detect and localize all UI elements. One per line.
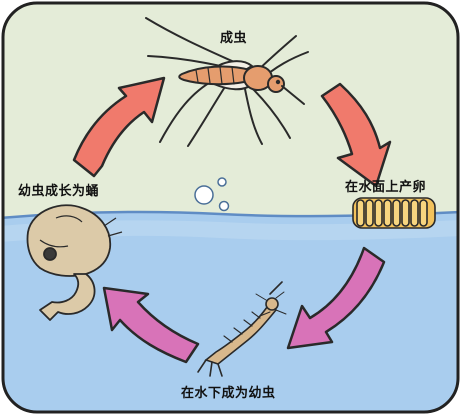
pupa-icon (26, 204, 123, 321)
label-pupa-stage: 幼虫成长为蛹 (18, 184, 100, 199)
arrow-larva-to-pupa (102, 286, 200, 364)
label-egg-stage: 在水面上产卵 (345, 180, 427, 195)
arrow-adult-to-eggs (320, 82, 392, 188)
larva-icon (197, 281, 287, 377)
label-larva-stage: 在水下成为幼虫 (181, 386, 276, 401)
arrow-eggs-to-larva (286, 246, 386, 350)
label-adult-stage: 成虫 (220, 31, 248, 46)
arrow-pupa-to-adult (72, 76, 166, 178)
mosquito-icon (145, 17, 309, 147)
bubble-icon (194, 177, 230, 212)
water-body (3, 211, 458, 412)
water-shade (3, 220, 458, 242)
egg-raft-icon (352, 197, 436, 229)
